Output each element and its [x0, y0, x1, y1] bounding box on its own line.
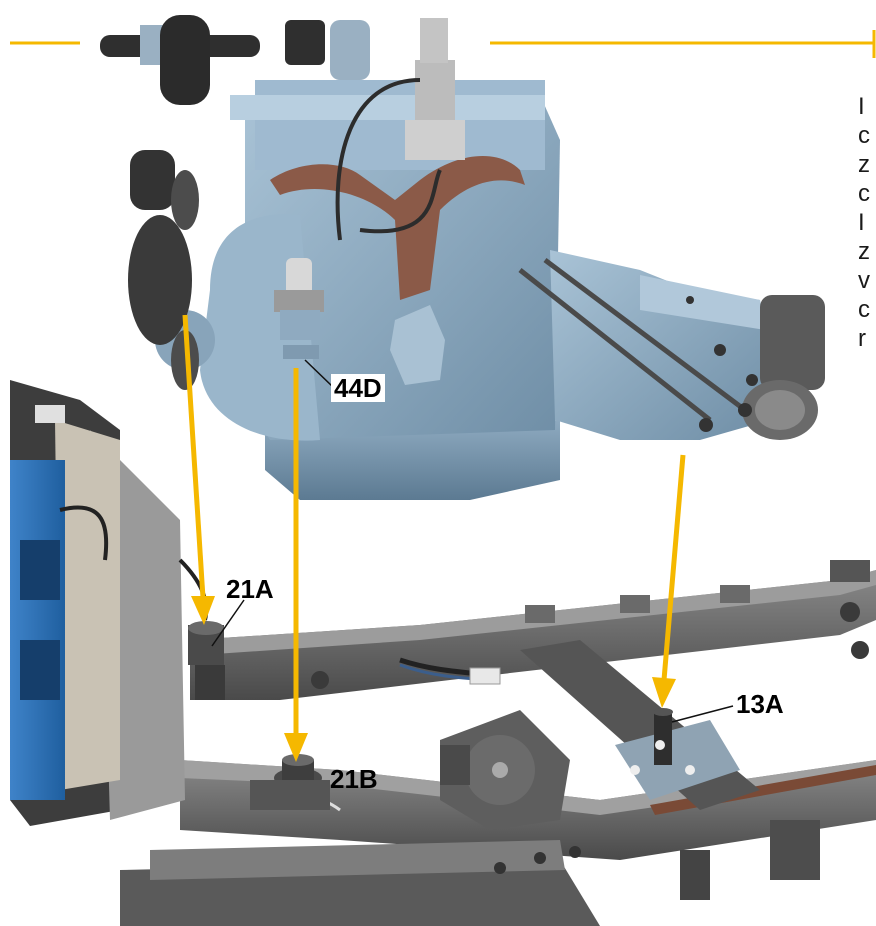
side-text-line: z [858, 151, 870, 178]
side-text-line: v [858, 267, 870, 294]
callout-21B: 21B [330, 764, 378, 794]
side-text-line: r [858, 325, 866, 352]
side-text-line: z [858, 238, 870, 265]
assembly-arrows [182, 314, 686, 762]
side-text-line: I [858, 209, 865, 236]
side-text-column: I c z c I z v c r [858, 92, 876, 353]
mount-21B [250, 754, 330, 810]
radiator [10, 380, 209, 826]
callout-44D: 44D [331, 374, 385, 402]
mount-21A [188, 621, 225, 700]
side-text-line: c [858, 180, 870, 207]
callout-21A: 21A [226, 574, 274, 604]
top-rule [10, 30, 876, 58]
leader-lines [211, 359, 734, 723]
callout-13A: 13A [736, 689, 784, 719]
side-text-line: c [858, 296, 870, 323]
side-text-line: I [858, 93, 865, 120]
starter-motor [440, 710, 570, 830]
engine-block [100, 15, 825, 500]
side-text-line: c [858, 122, 870, 149]
mount-13A [615, 708, 740, 800]
